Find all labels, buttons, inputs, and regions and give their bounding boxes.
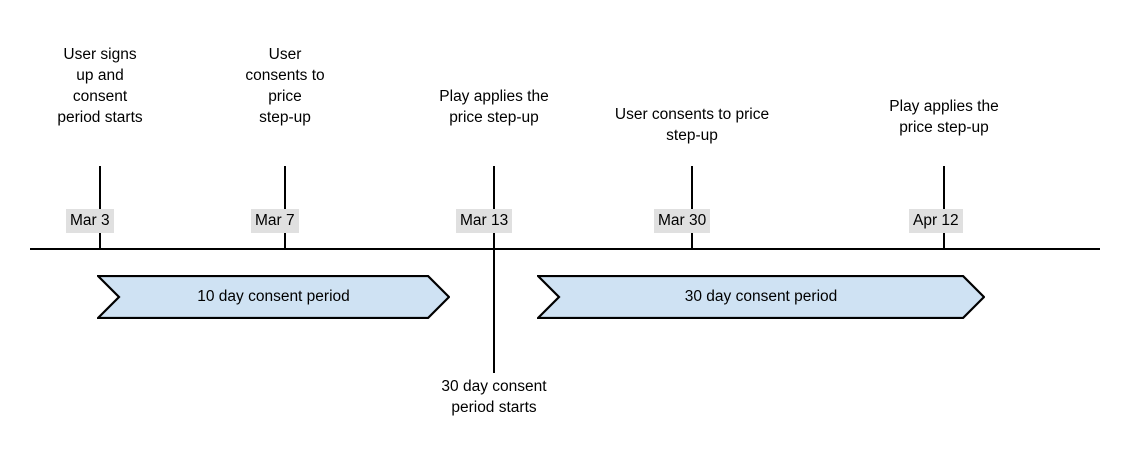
tick-line-mar-13-below xyxy=(493,249,495,373)
period-chevron-shape-10-day xyxy=(97,275,450,319)
period-bar-30-day: 30 day consent period xyxy=(537,275,985,319)
tick-line-mar-30 xyxy=(691,166,693,249)
date-chip-apr-12: Apr 12 xyxy=(909,209,963,233)
event-caption-mar-7: User consents to price step-up xyxy=(245,46,325,126)
date-chip-mar-13: Mar 13 xyxy=(456,209,513,233)
period-chevron-shape-30-day xyxy=(537,275,985,319)
event-caption-mar-30: User consents to price step-up xyxy=(614,106,770,144)
event-caption-mar-3: User signs up and consent period starts xyxy=(57,46,143,126)
below-note-30-day-start: 30 day consent period starts xyxy=(441,378,547,416)
event-caption-mar-13: Play applies the price step-up xyxy=(439,88,549,126)
tick-line-mar-13 xyxy=(493,166,495,249)
tick-line-mar-7 xyxy=(284,166,286,249)
date-chip-mar-30: Mar 30 xyxy=(654,209,711,233)
event-caption-apr-12: Play applies the price step-up xyxy=(889,98,999,136)
tick-line-mar-3 xyxy=(99,166,101,249)
date-chip-mar-3: Mar 3 xyxy=(66,209,114,233)
period-bar-10-day: 10 day consent period xyxy=(97,275,450,319)
date-chip-mar-7: Mar 7 xyxy=(251,209,299,233)
timeline-axis xyxy=(30,248,1100,250)
tick-line-apr-12 xyxy=(943,166,945,249)
